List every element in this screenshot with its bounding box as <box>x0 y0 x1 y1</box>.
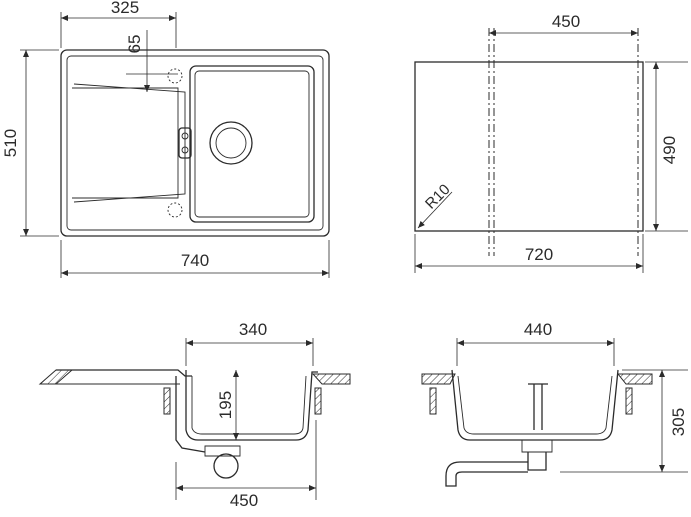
support-right-front <box>625 387 633 415</box>
support-right <box>314 387 322 415</box>
dim-195-label: 195 <box>216 391 235 419</box>
dim-440-label: 440 <box>524 320 552 339</box>
overflow-hole-bottom <box>181 146 189 154</box>
dim-340-label: 340 <box>239 320 267 339</box>
dim-450b-label: 450 <box>230 491 258 510</box>
tap-hole-bottom <box>167 202 183 218</box>
dim-450-label: 450 <box>552 12 580 31</box>
bowl-inner <box>194 70 310 218</box>
dim-65-label: 65 <box>125 35 144 54</box>
drainer-surface <box>56 369 192 377</box>
support-left <box>163 387 171 415</box>
dim-720-label: 720 <box>525 245 553 264</box>
sink-inner-rim <box>66 55 324 231</box>
sink-outline <box>60 49 330 237</box>
plan-view: 325 65 510 740 <box>1 0 330 278</box>
dim-490-label: 490 <box>660 136 679 164</box>
dim-305-label: 305 <box>669 408 688 436</box>
support-left-front <box>429 387 437 415</box>
dim-r10-label: R10 <box>422 181 453 212</box>
bowl-outline <box>189 65 315 223</box>
trap-front <box>527 452 547 471</box>
dim-510-label: 510 <box>1 129 20 157</box>
section-front-view: 440 305 <box>421 320 688 487</box>
cutout-outline <box>414 61 644 232</box>
trap-body <box>204 445 241 457</box>
drain-outer <box>209 121 253 165</box>
overflow-hole-top <box>181 132 189 140</box>
overflow-pipe <box>175 376 206 453</box>
section-side-view: 340 195 450 <box>38 320 351 510</box>
bowl-section-inner <box>191 375 307 435</box>
drainer-grooves <box>73 83 186 203</box>
bowl-front <box>451 369 619 441</box>
dim-r10-leader <box>417 191 453 229</box>
cutout-view: 450 490 720 R10 <box>414 12 688 273</box>
worktop-right-front <box>616 373 653 385</box>
outlet-pipe <box>445 461 528 487</box>
worktop-left-front <box>421 373 456 385</box>
standpipe <box>528 383 548 430</box>
bowl-section <box>185 370 318 441</box>
dim-325-label: 325 <box>111 0 139 17</box>
worktop-right <box>311 373 351 385</box>
drain-fitting <box>521 439 553 453</box>
drainer-outline <box>72 87 179 199</box>
trap-bottle <box>213 453 239 479</box>
bowl-front-inner <box>457 375 613 435</box>
overflow <box>178 127 192 159</box>
drain-inner <box>215 127 247 159</box>
tap-hole-top <box>167 68 183 84</box>
worktop-left <box>38 369 74 385</box>
dim-740-label: 740 <box>181 251 209 270</box>
